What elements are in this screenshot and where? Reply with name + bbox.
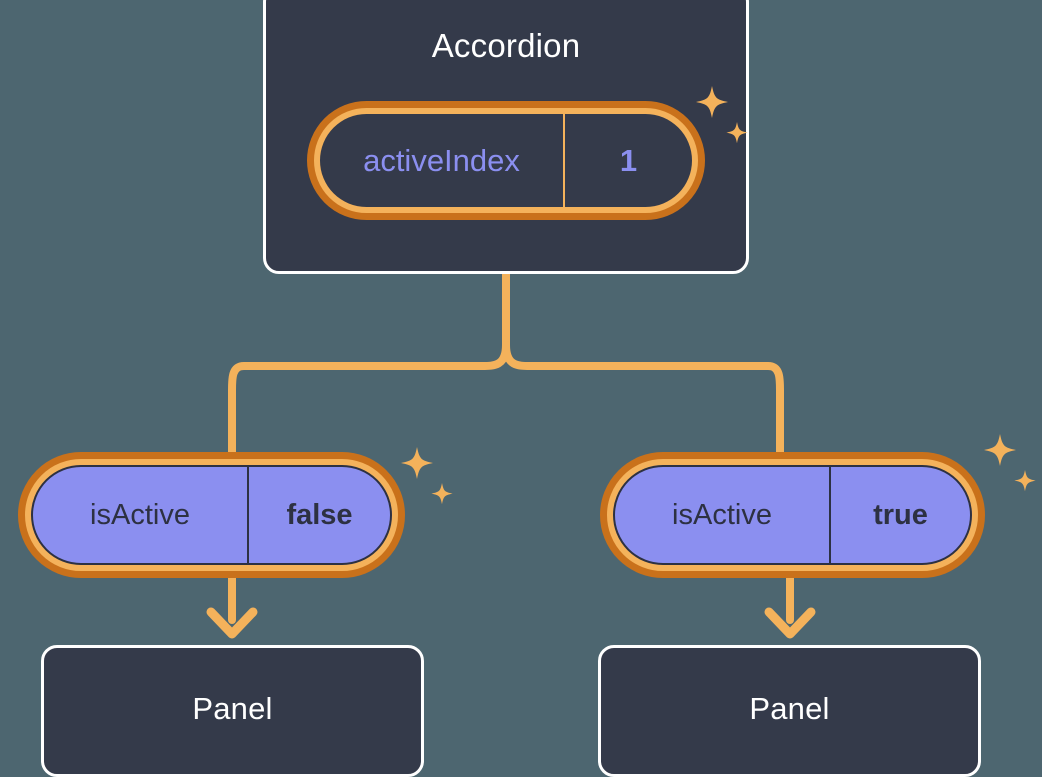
component-title: Panel: [749, 690, 830, 726]
sparkles-icon: [401, 447, 453, 505]
state-value: 1: [619, 143, 638, 178]
wire-branch-left: [228, 341, 510, 456]
state-pill-body: activeIndex 1: [320, 114, 692, 207]
state-pill-body: isActive true: [613, 465, 972, 565]
state-pill-active-index[interactable]: activeIndex 1: [307, 101, 705, 220]
state-key: isActive: [33, 467, 249, 563]
state-pill-is-active-true[interactable]: isActive true: [600, 452, 985, 578]
state-key: isActive: [615, 467, 831, 563]
state-pill-is-active-false[interactable]: isActive false: [18, 452, 405, 578]
component-title: Accordion: [431, 27, 581, 64]
arrowhead-left-icon: [206, 607, 258, 639]
arrowhead-right-icon: [764, 607, 816, 639]
component-node-panel-left[interactable]: Panel: [41, 645, 424, 777]
component-title: Panel: [192, 690, 273, 726]
state-value: true: [873, 498, 928, 531]
sparkles-icon: [984, 434, 1036, 492]
wire-branch-right: [502, 341, 784, 456]
state-value: false: [286, 498, 353, 531]
state-key: activeIndex: [320, 114, 565, 207]
component-node-panel-right[interactable]: Panel: [598, 645, 981, 777]
state-pill-body: isActive false: [31, 465, 392, 565]
